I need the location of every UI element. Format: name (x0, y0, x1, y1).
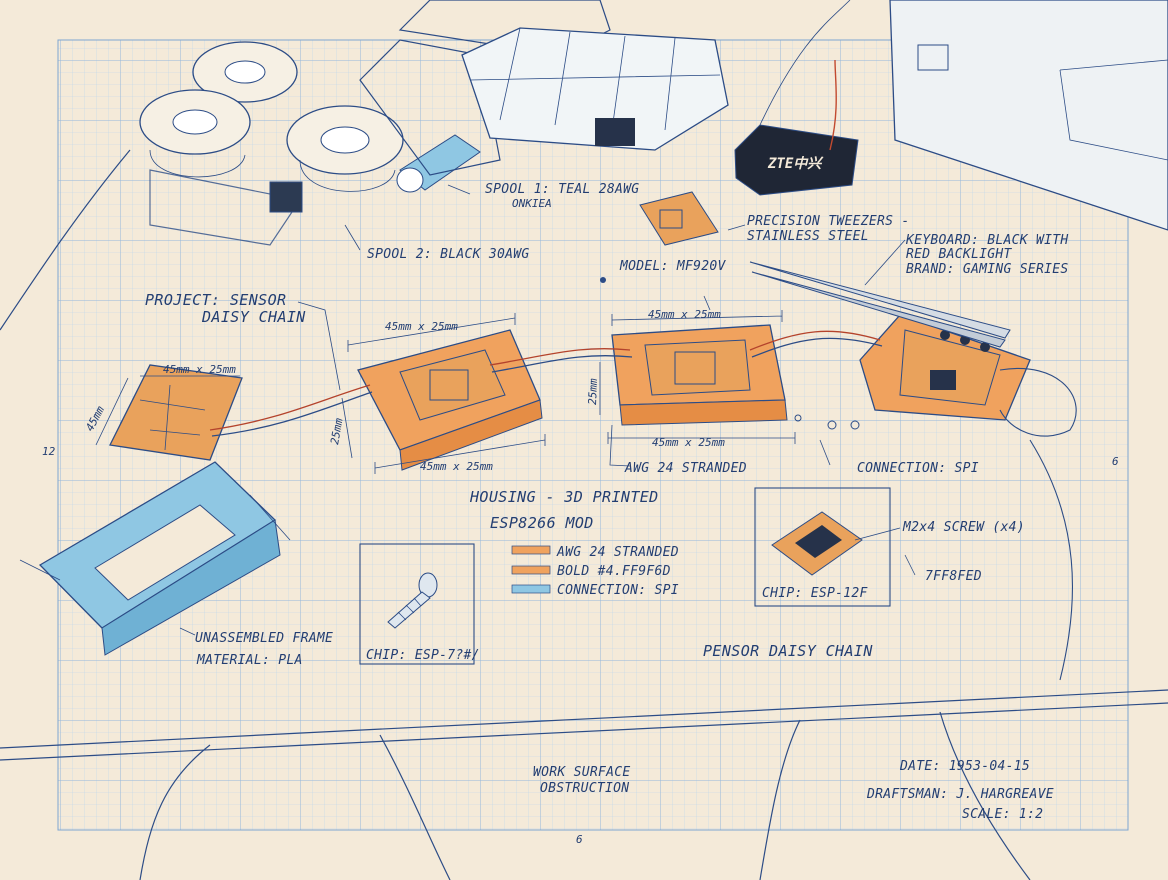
label-date: DATE: 1953-04-15 (899, 759, 1030, 774)
label-frame-line1: UNASSEMBLED FRAME (195, 631, 333, 646)
legend-swatch-0 (511, 545, 551, 555)
label-draftsman: DRAFTSMAN: J. HARGREAVE (866, 787, 1054, 802)
label-chip-left: CHIP: ESP-7?#/ (366, 648, 480, 663)
label-scale: SCALE: 1:2 (962, 807, 1043, 822)
modem-pcb (639, 191, 719, 246)
margin-mark-right: 6 (1112, 455, 1119, 468)
label-chip-right: CHIP: ESP-12F (762, 586, 869, 601)
legend-swatch-2 (511, 584, 551, 594)
wire-blue-chain (211, 337, 883, 437)
label-project-line2: DAISY CHAIN (201, 308, 306, 326)
wire-spools (139, 41, 481, 246)
loose-pcb (109, 364, 243, 461)
dim-pcb-top: 45mm x 25mm (163, 363, 236, 376)
label-spool1-line2: ONKIEA (512, 197, 552, 210)
label-frame-line2: MATERIAL: PLA (196, 653, 303, 668)
label-spool1-line1: SPOOL 1: TEAL 28AWG (485, 182, 639, 197)
dimension-lines (95, 310, 796, 474)
chip-right-box (754, 487, 891, 607)
loose-screws (600, 277, 860, 430)
wire-long-tail (1029, 439, 1073, 681)
dim-housing1-bottom: 45mm x 25mm (420, 460, 493, 473)
label-awg-stranded: AWG 24 STRANDED (624, 461, 747, 476)
dim-housing1-side: 25mm (328, 417, 345, 446)
tweezers (749, 261, 1011, 348)
desk-edge-bottom-top (0, 689, 1168, 749)
wire-red-chain (209, 330, 881, 431)
legend-label-2: CONNECTION: SPI (557, 583, 679, 598)
usb-modem-router: ZTE中兴 (734, 0, 859, 196)
legend-label-1: BOLD #4.FF9F6D (557, 564, 671, 579)
unassembled-frame (19, 461, 291, 656)
housing-2 (611, 324, 788, 426)
label-model: MODEL: MF920V (619, 259, 727, 274)
dim-housing2-top: 45mm x 25mm (648, 308, 721, 321)
desk-edge-bottom-low (0, 702, 1168, 761)
label-tweezers-line1: PRECISION TWEEZERS - (747, 214, 910, 229)
router-brand-label: ZTE中兴 (767, 155, 824, 172)
dim-housing1-top: 45mm x 25mm (385, 320, 458, 333)
parts-organizer-box (461, 27, 729, 151)
leader-lines (179, 184, 916, 636)
label-spool2: SPOOL 2: BLACK 30AWG (367, 247, 530, 262)
label-keyboard-line1: KEYBOARD: BLACK WITH (905, 233, 1069, 248)
desk-edge-left (0, 149, 131, 331)
laptop (889, 0, 1168, 231)
dim-housing2-bottom: 45mm x 25mm (652, 436, 725, 449)
legend-label-0: AWG 24 STRANDED (556, 545, 679, 560)
grid-area (58, 40, 1128, 830)
chip-sketch (771, 511, 863, 576)
margin-mark-bottom: 6 (576, 833, 583, 846)
screw-sketch (387, 572, 438, 629)
label-work-surface-line1: WORK SURFACE (533, 765, 631, 780)
label-screw: M2x4 SCREW (x4) (902, 520, 1025, 535)
dim-housing2-side: 25mm (586, 378, 600, 405)
label-project-line1: PROJECT: SENSOR (145, 291, 286, 309)
label-housing: HOUSING - 3D PRINTED (469, 488, 659, 506)
label-connection-spi: CONNECTION: SPI (857, 461, 979, 476)
wire-loop-right (999, 368, 1077, 437)
label-keyboard-line2: RED BACKLIGHT (906, 247, 1013, 262)
label-work-surface-line2: OBSTRUCTION (540, 781, 629, 796)
housing-1 (357, 329, 543, 471)
margin-mark-left: 12 (42, 445, 56, 458)
chair-left (139, 734, 451, 880)
label-color-code: 7FF8FED (925, 569, 982, 584)
label-esp-mod: ESP8266 MOD (490, 514, 594, 532)
label-tweezers-line2: STAINLESS STEEL (747, 229, 869, 244)
legend-swatch-1 (511, 565, 551, 575)
housing-3 (859, 314, 1031, 421)
chip-left-box (359, 543, 475, 665)
label-sheet-title: PENSOR DAISY CHAIN (703, 642, 873, 660)
label-keyboard-line3: BRAND: GAMING SERIES (906, 262, 1069, 277)
chair-right (759, 711, 1031, 880)
